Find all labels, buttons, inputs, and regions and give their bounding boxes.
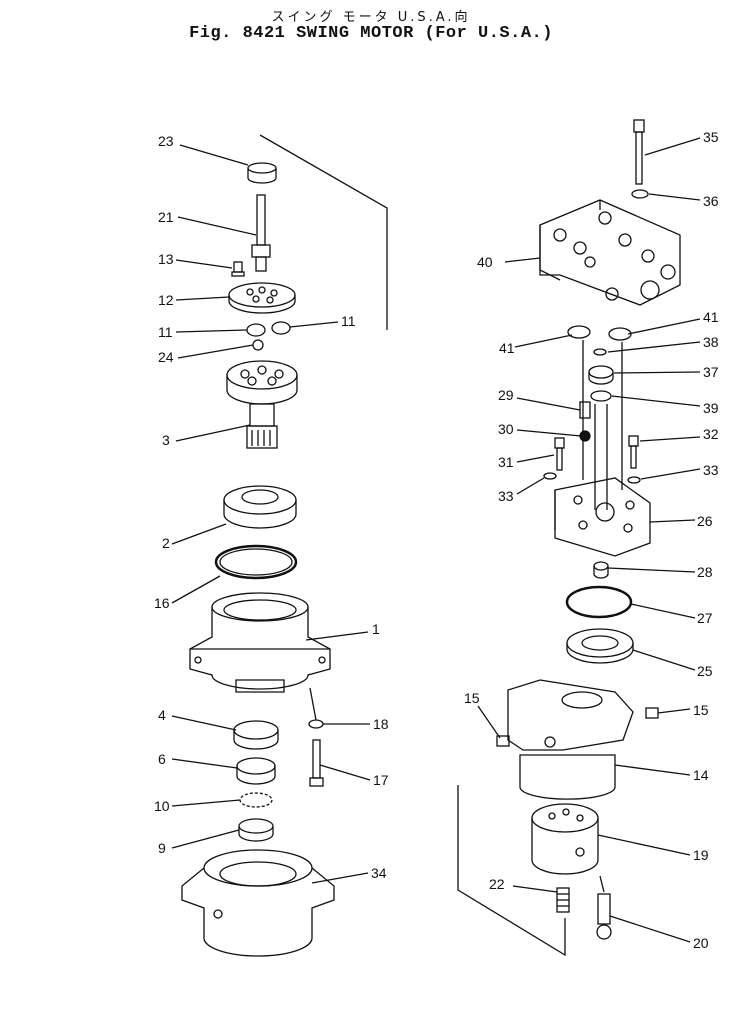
callout-label: 1 <box>372 621 380 637</box>
callout-label: 31 <box>498 454 514 470</box>
callout-label: 14 <box>693 767 709 783</box>
callout-label: 19 <box>693 847 709 863</box>
callout-label: 12 <box>158 292 174 308</box>
callout-label: 40 <box>477 254 493 270</box>
callout-label: 39 <box>703 400 719 416</box>
callout-label: 37 <box>703 364 719 380</box>
callout-label: 4 <box>158 707 166 723</box>
callout-label: 38 <box>703 334 719 350</box>
callout-label: 22 <box>489 876 505 892</box>
callout-label: 21 <box>158 209 174 225</box>
callout-label: 15 <box>693 702 709 718</box>
callout-label: 33 <box>498 488 514 504</box>
callout-label: 30 <box>498 421 514 437</box>
callout-label: 11 <box>341 313 356 329</box>
callout-label: 35 <box>703 129 719 145</box>
callout-label: 25 <box>697 663 713 679</box>
callout-label: 41 <box>499 340 515 356</box>
figure-title: Fig. 8421 SWING MOTOR (For U.S.A.) <box>189 24 553 43</box>
callout-label: 36 <box>703 193 719 209</box>
callout-label: 33 <box>703 462 719 478</box>
callout-label: 32 <box>703 426 719 442</box>
callout-label: 28 <box>697 564 713 580</box>
callout-label: 9 <box>158 840 166 856</box>
callout-label: 27 <box>697 610 713 626</box>
right-assembly-parts <box>457 119 701 957</box>
callout-label: 26 <box>697 513 713 529</box>
callout-label: 2 <box>162 535 170 551</box>
callout-label: 18 <box>373 716 389 732</box>
callout-label: 11 <box>158 324 173 340</box>
callout-label: 29 <box>498 387 514 403</box>
callout-label: 10 <box>154 798 170 814</box>
callout-label: 13 <box>158 251 174 267</box>
callout-label: 34 <box>371 865 387 881</box>
japanese-title: スイング モータ U.S.A.向 <box>271 10 471 25</box>
callout-label: 17 <box>373 772 389 788</box>
callout-label: 20 <box>693 935 709 951</box>
callout-label: 3 <box>162 432 170 448</box>
callout-label: 16 <box>154 595 170 611</box>
left-assembly-parts <box>171 134 388 957</box>
callout-label: 41 <box>703 309 719 325</box>
callout-label: 23 <box>158 133 174 149</box>
callout-label: 6 <box>158 751 166 767</box>
callout-label: 15 <box>464 690 480 706</box>
callout-label: 24 <box>158 349 174 365</box>
callout-labels: 2321131211112432161418617109343536404141… <box>154 129 719 951</box>
